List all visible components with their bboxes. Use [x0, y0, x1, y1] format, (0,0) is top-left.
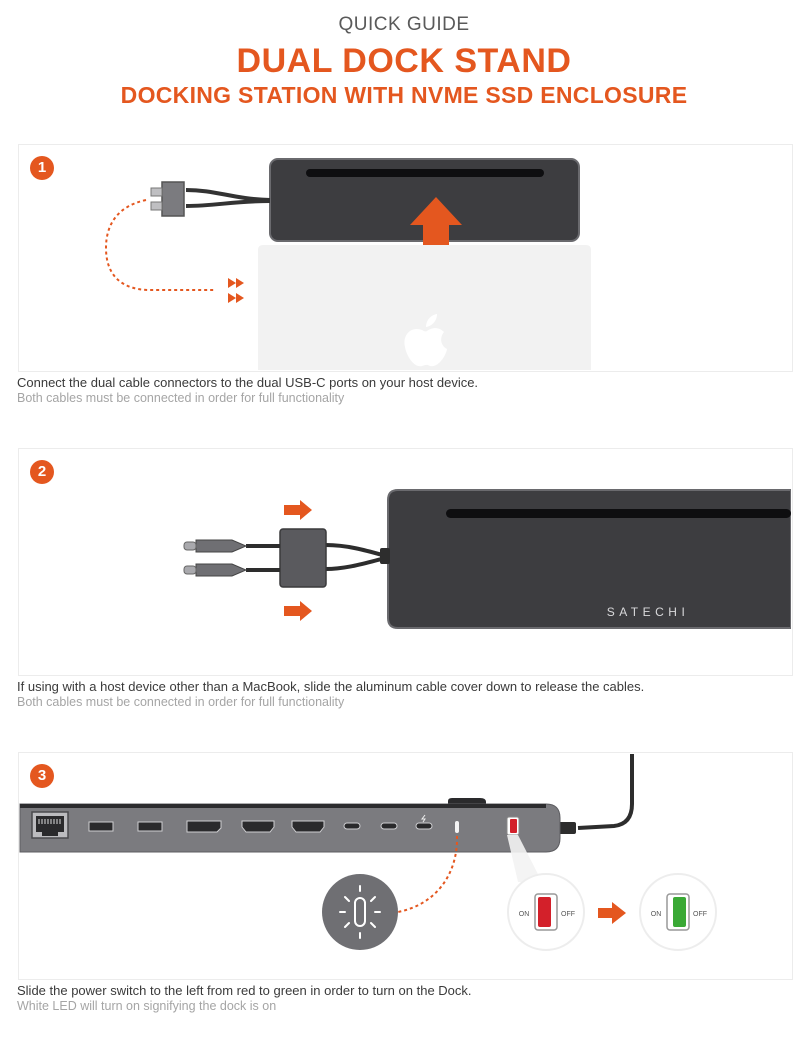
- switch-off-label: OFF: [561, 911, 575, 918]
- hdmi-port: [291, 820, 325, 833]
- arrow-right-icon: [284, 601, 312, 621]
- cable-connector: [161, 181, 185, 217]
- brand-logo: SATECHI: [607, 605, 690, 619]
- apple-logo-icon: [404, 314, 447, 367]
- step-1-badge: 1: [30, 156, 54, 180]
- usb-c-port: [380, 822, 398, 830]
- step-3-caption: Slide the power switch to the left from …: [17, 983, 472, 998]
- step-3-illustration: ON OFF ON OFF: [19, 754, 717, 951]
- led-light-icon: [339, 885, 381, 939]
- usb-a-port: [88, 821, 114, 832]
- arrow-up-icon: [410, 197, 462, 245]
- hdmi-port: [241, 820, 275, 833]
- step-2-caption: If using with a host device other than a…: [17, 679, 645, 694]
- step-2-badge: 2: [30, 460, 54, 484]
- arrow-right-icon: [228, 278, 244, 288]
- status-led: [455, 821, 459, 833]
- dock-rear-panel: [19, 803, 561, 853]
- step-3-badge: 3: [30, 764, 54, 788]
- page-subtitle: DOCKING STATION WITH NVME SSD ENCLOSURE: [120, 82, 688, 108]
- arrow-right-icon: [598, 902, 626, 924]
- cable-cover: [279, 528, 327, 588]
- quick-guide-kicker: QUICK GUIDE: [338, 14, 470, 35]
- usb-c-port: [343, 822, 361, 830]
- dock-slot: [306, 169, 544, 177]
- led-zoom-circle: [322, 874, 398, 950]
- step-1-illustration: [104, 158, 591, 370]
- switch-red-state: [538, 897, 551, 927]
- step-2-note: Both cables must be connected in order f…: [17, 695, 345, 709]
- dotted-guide-path: [104, 199, 216, 291]
- step-1-caption: Connect the dual cable connectors to the…: [17, 375, 479, 390]
- ethernet-port-icon: [31, 811, 69, 839]
- dock-slot: [446, 509, 791, 518]
- switch-green-state: [673, 897, 686, 927]
- arrow-right-icon: [284, 500, 312, 520]
- usb-c-pd-port: [415, 822, 433, 830]
- arrow-right-icon: [228, 293, 244, 303]
- switch-on-label: ON: [519, 911, 530, 918]
- page-title: DUAL DOCK STAND: [236, 42, 572, 80]
- power-switch: [510, 819, 517, 833]
- power-cable: [577, 754, 634, 830]
- displayport-port: [186, 820, 222, 833]
- step-3-note: White LED will turn on signifying the do…: [17, 999, 277, 1013]
- laptop-lid: [258, 245, 591, 370]
- dock-body: [387, 489, 791, 629]
- switch-off-label: OFF: [693, 911, 707, 918]
- switch-on-label: ON: [651, 911, 662, 918]
- usb-a-port: [137, 821, 163, 832]
- step-2-illustration: SATECHI: [183, 489, 791, 629]
- step-1-note: Both cables must be connected in order f…: [17, 391, 345, 405]
